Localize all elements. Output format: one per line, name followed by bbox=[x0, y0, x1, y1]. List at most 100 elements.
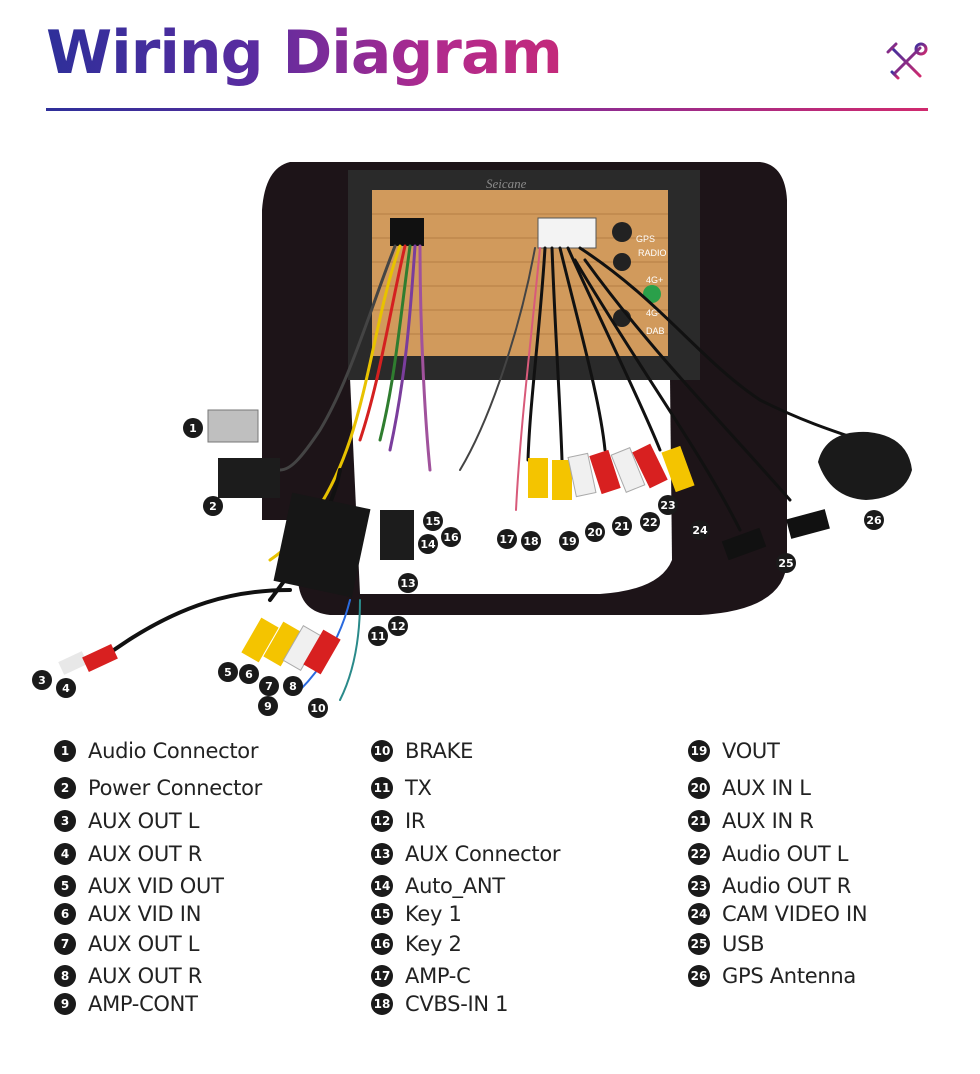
title-divider bbox=[46, 108, 928, 111]
legend-label: Auto_ANT bbox=[405, 874, 505, 898]
legend-number-badge: 2 bbox=[54, 777, 76, 799]
callout-number: 6 bbox=[245, 668, 253, 681]
audio-connector bbox=[207, 409, 259, 443]
callout-23: 23 bbox=[658, 495, 678, 515]
power-socket bbox=[390, 218, 424, 246]
head-unit-back bbox=[372, 190, 668, 356]
callout-7: 7 bbox=[259, 676, 279, 696]
callout-number: 4 bbox=[62, 682, 70, 695]
legend-number-badge: 1 bbox=[54, 740, 76, 762]
legend-number-badge: 9 bbox=[54, 993, 76, 1015]
legend-label: Audio OUT R bbox=[722, 874, 852, 898]
legend-label: Key 2 bbox=[405, 932, 462, 956]
callout-25: 25 bbox=[776, 553, 796, 573]
legend-item: 16 Key 2 bbox=[371, 931, 462, 957]
callout-3: 3 bbox=[32, 670, 52, 690]
callout-number: 8 bbox=[289, 680, 297, 693]
gps-antenna bbox=[818, 431, 912, 500]
legend-label: CAM VIDEO IN bbox=[722, 902, 868, 926]
legend-number-badge: 23 bbox=[688, 875, 710, 897]
legend-label: AUX OUT R bbox=[88, 964, 203, 988]
tools-icon bbox=[886, 42, 928, 80]
callout-14: 14 bbox=[418, 534, 438, 554]
legend-label: CVBS-IN 1 bbox=[405, 992, 509, 1016]
legend-item: 19 VOUT bbox=[688, 738, 780, 764]
callout-6: 6 bbox=[239, 664, 259, 684]
callout-number: 12 bbox=[390, 620, 405, 633]
callout-number: 14 bbox=[420, 538, 436, 551]
callout-number: 5 bbox=[224, 666, 232, 679]
callout-number: 23 bbox=[660, 499, 675, 512]
legend-label: AMP-C bbox=[405, 964, 471, 988]
harness-box bbox=[273, 492, 371, 598]
callout-2: 2 bbox=[203, 496, 223, 516]
legend-number-badge: 15 bbox=[371, 903, 393, 925]
port-label-dab: DAB bbox=[646, 326, 665, 336]
callout-number: 25 bbox=[778, 557, 793, 570]
callout-15: 15 bbox=[423, 511, 443, 531]
legend-number-badge: 26 bbox=[688, 965, 710, 987]
legend-label: AUX Connector bbox=[405, 842, 561, 866]
wiring-diagram: Seicane GPS RADIO 4G+ 4G- DAB bbox=[32, 162, 912, 718]
callout-number: 19 bbox=[561, 535, 576, 548]
callout-number: 26 bbox=[866, 514, 882, 527]
callout-13: 13 bbox=[398, 573, 418, 593]
legend-label: AUX VID OUT bbox=[88, 874, 224, 898]
legend-label: USB bbox=[722, 932, 765, 956]
callout-number: 24 bbox=[692, 524, 708, 537]
rca-plugs-right bbox=[528, 443, 695, 500]
legend-label: AUX IN R bbox=[722, 809, 814, 833]
page-title: Wiring Diagram bbox=[46, 18, 563, 88]
callout-5: 5 bbox=[218, 662, 238, 682]
callout-12: 12 bbox=[388, 616, 408, 636]
legend-label: IR bbox=[405, 809, 426, 833]
callout-number: 13 bbox=[400, 577, 415, 590]
callout-17: 17 bbox=[497, 529, 517, 549]
legend-number-badge: 10 bbox=[371, 740, 393, 762]
legend-label: AUX OUT L bbox=[88, 809, 200, 833]
legend-number-badge: 13 bbox=[371, 843, 393, 865]
callout-11: 11 bbox=[368, 626, 388, 646]
gps-port bbox=[612, 222, 632, 242]
legend-number-badge: 8 bbox=[54, 965, 76, 987]
callout-number: 9 bbox=[264, 700, 272, 713]
legend-label: Power Connector bbox=[88, 776, 262, 800]
legend-number-badge: 19 bbox=[688, 740, 710, 762]
aux-connector bbox=[380, 510, 414, 560]
legend-number-badge: 18 bbox=[371, 993, 393, 1015]
legend-item: 24 CAM VIDEO IN bbox=[688, 901, 868, 927]
legend-number-badge: 24 bbox=[688, 903, 710, 925]
power-connector bbox=[218, 458, 280, 498]
callout-26: 26 bbox=[864, 510, 884, 530]
legend-label: AUX OUT R bbox=[88, 842, 203, 866]
callout-number: 18 bbox=[523, 535, 538, 548]
legend-number-badge: 14 bbox=[371, 875, 393, 897]
legend-number-badge: 16 bbox=[371, 933, 393, 955]
legend-number-badge: 25 bbox=[688, 933, 710, 955]
brand-mark: Seicane bbox=[486, 176, 527, 191]
callout-8: 8 bbox=[283, 676, 303, 696]
callout-18: 18 bbox=[521, 531, 541, 551]
legend-label: VOUT bbox=[722, 739, 780, 763]
callout-number: 16 bbox=[443, 531, 459, 544]
rca-plugs-left bbox=[58, 617, 341, 675]
legend-item: 8 AUX OUT R bbox=[54, 963, 202, 989]
callout-1: 1 bbox=[183, 418, 203, 438]
callout-number: 10 bbox=[310, 702, 326, 715]
legend-label: AUX OUT L bbox=[88, 932, 200, 956]
legend-label: AUX VID IN bbox=[88, 902, 202, 926]
port-label-radio: RADIO bbox=[638, 248, 667, 258]
port-label-4g-plus: 4G+ bbox=[646, 275, 663, 285]
callout-9: 9 bbox=[258, 696, 278, 716]
